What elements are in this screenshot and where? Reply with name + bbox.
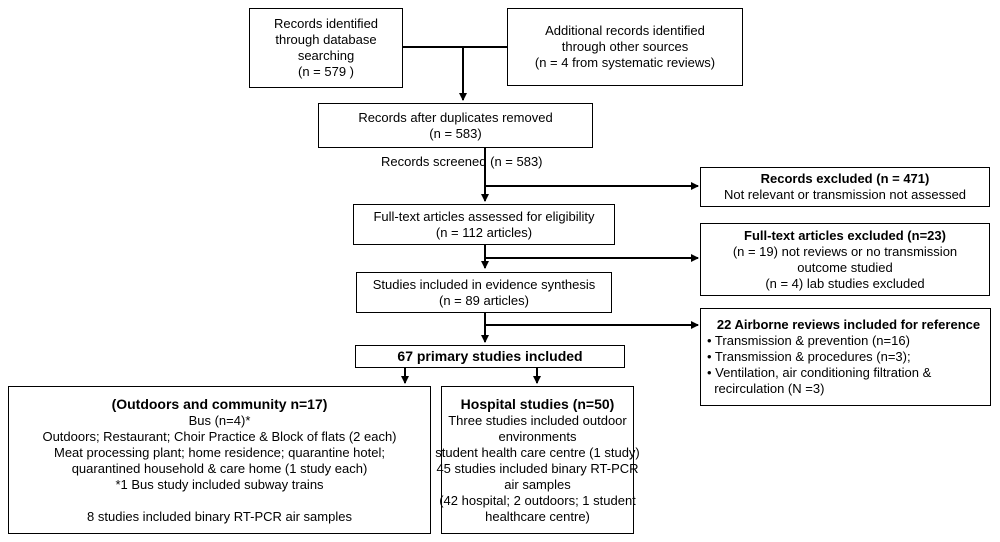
airborne-reviews-box: 22 Airborne reviews included for referen… [700,308,991,406]
box-line: healthcare centre) [485,508,590,524]
primary-studies-box: 67 primary studies included [355,345,625,368]
box-line: Three studies included outdoor [448,412,627,428]
box-line: through other sources [561,39,689,54]
box-title: Hospital studies (n=50) [460,395,615,412]
box-line: outcome studied [797,259,893,275]
box-line: Meat processing plant; home residence; q… [54,444,385,460]
box-line: recirculation (N =3) [707,381,825,396]
box-line: (n = 583) [429,125,482,141]
box-line: • Ventilation, air conditioning filtrati… [707,365,932,380]
records-screened-label: Records screened (n = 583) [381,154,543,169]
box-title: Full-text articles excluded (n=23) [744,227,946,243]
box-line: environments [498,428,577,444]
additional-records-box: Additional records identified through ot… [507,8,743,86]
box-line: Full-text articles assessed for eligibil… [373,208,595,224]
records-excluded-box: Records excluded (n = 471) Not relevant … [700,167,990,207]
box-line: (n = 112 articles) [435,224,533,240]
evidence-synthesis-box: Studies included in evidence synthesis (… [356,272,612,313]
box-line: 45 studies included binary RT-PCR [436,460,639,476]
fulltext-excluded-box: Full-text articles excluded (n=23) (n = … [700,223,990,296]
box-line: air samples [504,476,571,492]
box-line: quarantined household & care home (1 stu… [71,460,368,476]
box-line: Records identified [273,16,379,31]
box-line: *1 Bus study included subway trains [115,476,324,492]
box-line: (n = 89 articles) [439,292,529,308]
box-title: 22 Airborne reviews included for referen… [716,317,981,332]
box-line: Not relevant or transmission not assesse… [723,187,967,202]
records-identified-database-box: Records identified through database sear… [249,8,403,88]
records-after-duplicates-box: Records after duplicates removed (n = 58… [318,103,593,148]
box-line: Additional records identified [545,23,705,38]
box-line: 8 studies included binary RT-PCR air sam… [87,508,352,524]
box-line: Studies included in evidence synthesis [372,276,596,292]
fulltext-assessed-box: Full-text articles assessed for eligibil… [353,204,615,245]
box-line: searching [297,48,355,63]
box-line: (n = 579 ) [297,64,354,79]
box-line: (42 hospital; 2 outdoors; 1 student [439,492,636,508]
box-line: • Transmission & prevention (n=16) [707,333,910,348]
box-line: Outdoors; Restaurant; Choir Practice & B… [42,428,397,444]
outdoors-community-box: (Outdoors and community n=17) Bus (n=4)*… [8,386,431,534]
box-line: (n = 19) not reviews or no transmission [732,243,958,259]
box-title: 67 primary studies included [397,348,583,364]
box-line: (n = 4 from systematic reviews) [534,55,716,70]
box-line: • Transmission & procedures (n=3); [707,349,911,364]
hospital-studies-box: Hospital studies (n=50) Three studies in… [435,386,640,534]
box-line: Bus (n=4)* [188,412,251,428]
box-line: (n = 4) lab studies excluded [765,275,925,291]
box-line: Records after duplicates removed [358,109,553,125]
box-line: through database [275,32,377,47]
box-title: Records excluded (n = 471) [760,171,930,186]
box-line: student health care centre (1 study) [435,444,640,460]
box-title: (Outdoors and community n=17) [111,395,328,412]
